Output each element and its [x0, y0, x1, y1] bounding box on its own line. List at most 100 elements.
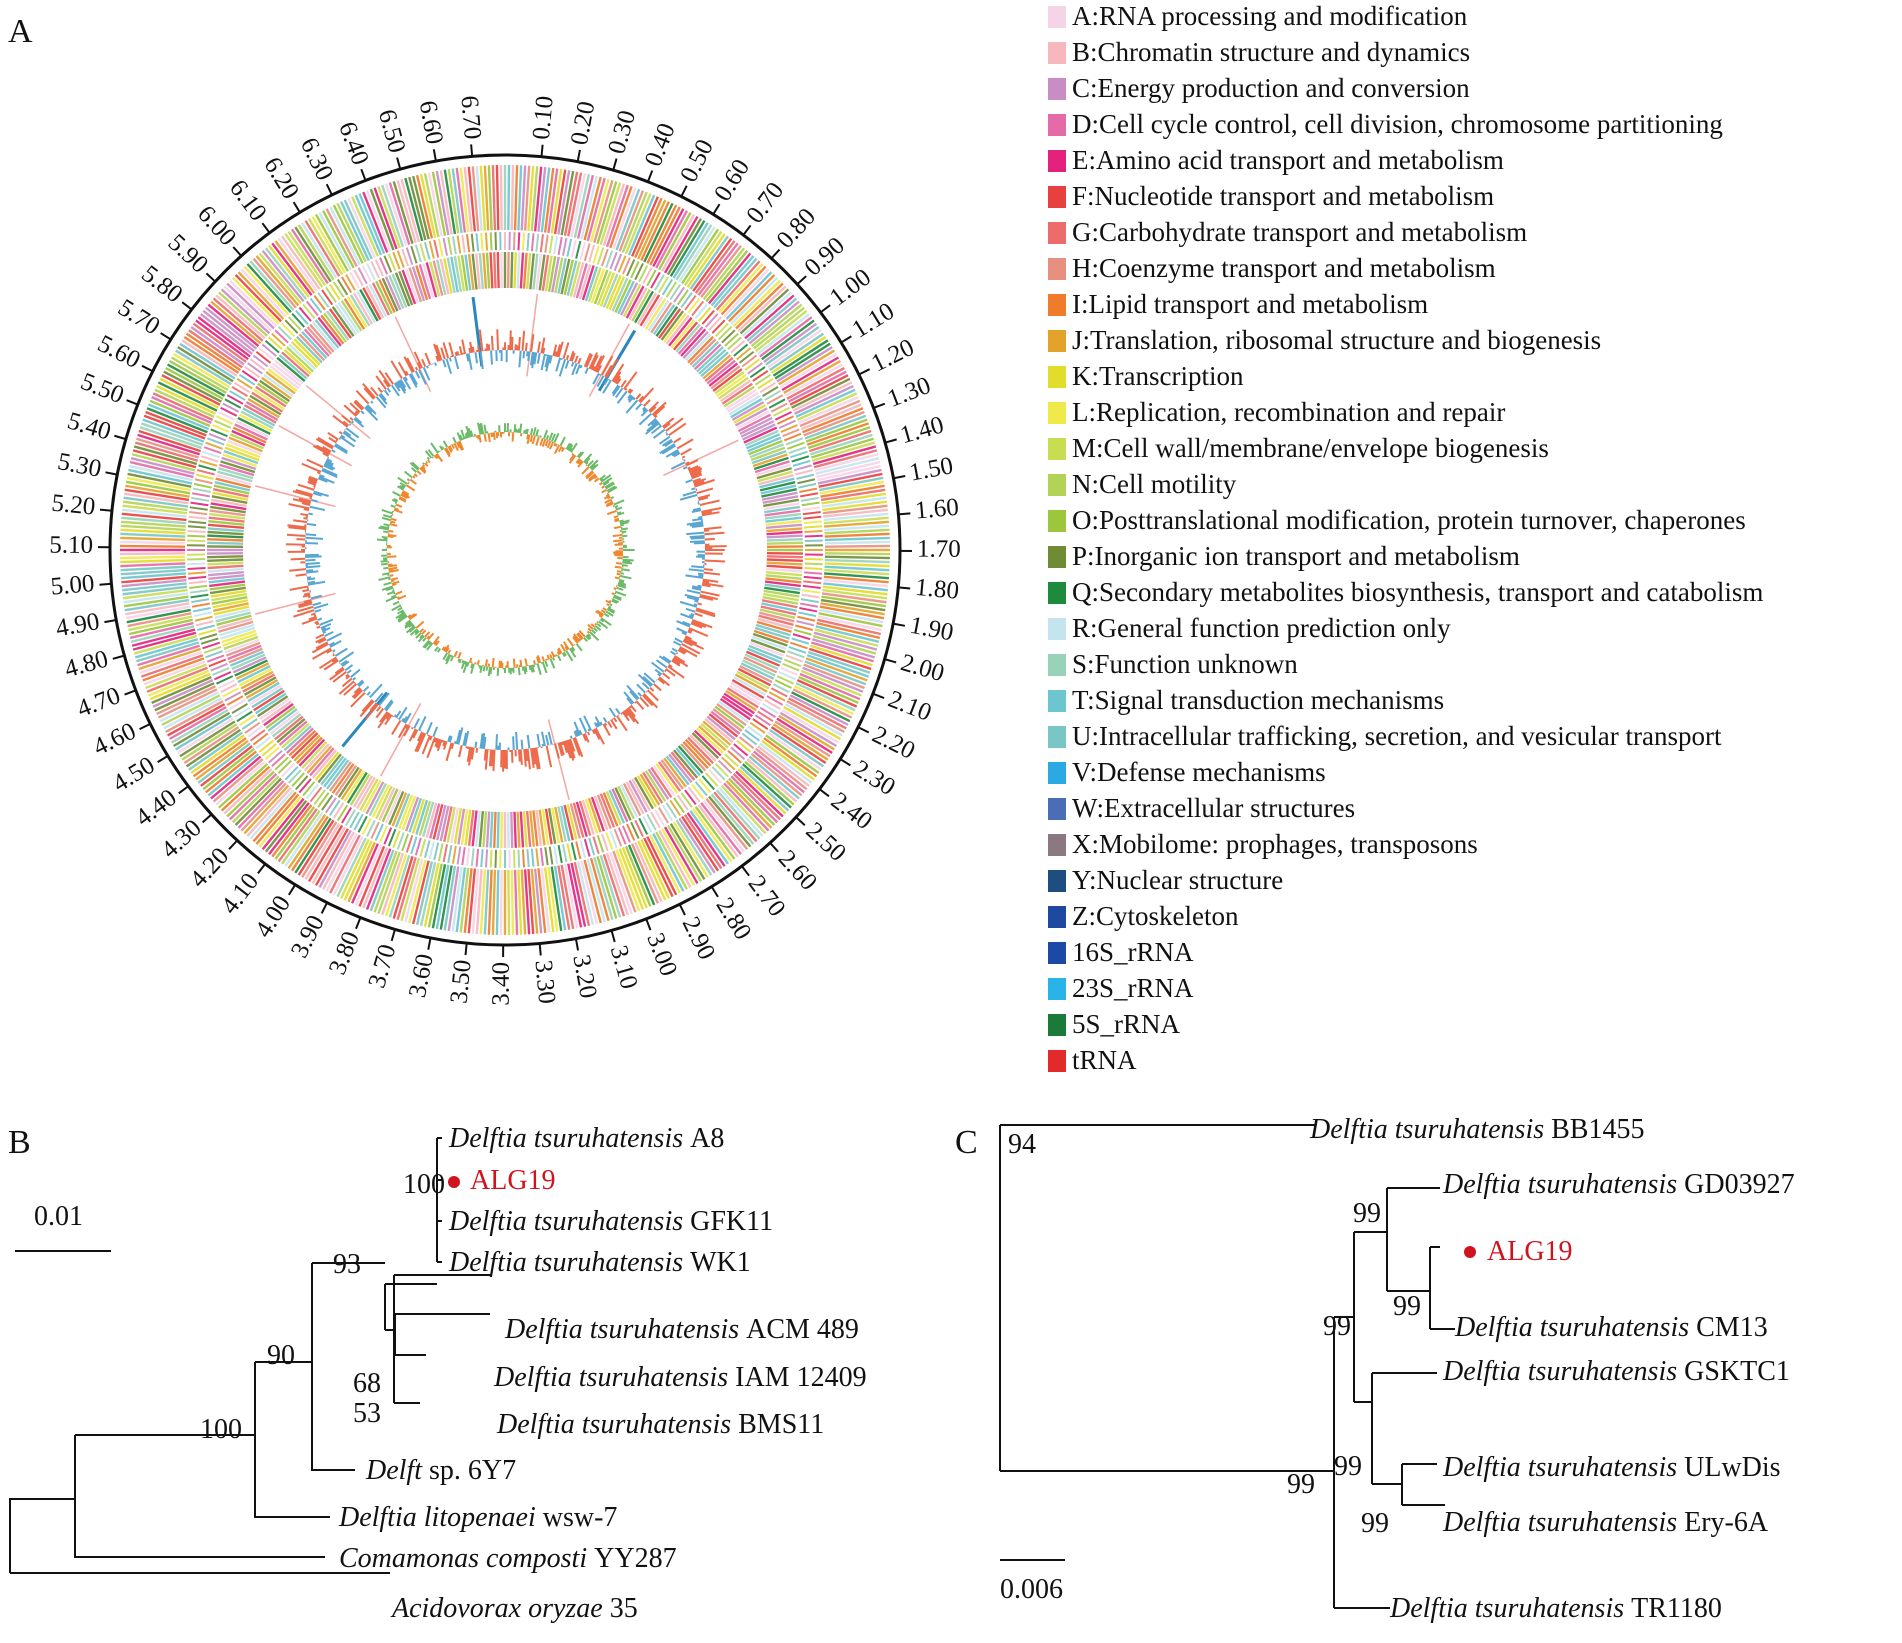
- gc-bar: [292, 490, 313, 498]
- cog-gene-mark: [751, 635, 787, 651]
- cog-gene-mark: [122, 585, 188, 596]
- gc-bar: [318, 475, 335, 484]
- cog-gene-mark: [320, 314, 345, 345]
- cog-gene-mark: [218, 620, 254, 633]
- skew-bar: [616, 572, 621, 576]
- gc-bar: [524, 748, 529, 762]
- gc-bar: [297, 483, 315, 491]
- cog-gene-mark: [223, 449, 259, 465]
- gc-bar: [318, 656, 337, 670]
- gc-bar: [370, 400, 374, 404]
- cog-gene-mark: [120, 555, 186, 560]
- cog-gene-mark: [281, 763, 296, 778]
- gc-bar: [467, 747, 473, 766]
- skew-bar: [529, 434, 534, 443]
- skew-bar: [390, 504, 396, 509]
- gc-bar: [332, 670, 347, 683]
- cog-gene-mark: [427, 863, 443, 928]
- cog-gene-mark: [216, 474, 252, 486]
- gc-bar: [684, 593, 700, 600]
- cog-gene-mark: [120, 544, 186, 548]
- skew-bar: [445, 653, 451, 662]
- cog-gene-mark: [744, 760, 795, 806]
- cog-gene-mark: [661, 278, 674, 296]
- cog-gene-mark: [322, 210, 355, 269]
- cog-gene-mark: [821, 496, 887, 508]
- tick-label: 0.60: [709, 155, 755, 206]
- skew-bar: [581, 466, 590, 475]
- gc-bar: [470, 747, 475, 760]
- gc-bar: [643, 399, 651, 407]
- cog-gene-mark: [345, 274, 356, 291]
- cog-gene-mark: [217, 470, 253, 483]
- legend-swatch: [1048, 222, 1066, 244]
- skew-bar: [585, 464, 588, 467]
- cog-gene-mark: [802, 589, 821, 594]
- skew-bar: [569, 447, 573, 452]
- cog-gene-mark: [130, 456, 195, 475]
- cog-gene-mark: [596, 794, 612, 830]
- cog-gene-mark: [288, 343, 317, 371]
- cog-gene-mark: [152, 679, 214, 708]
- cog-gene-mark: [244, 366, 261, 379]
- cog-gene-mark: [824, 540, 890, 545]
- legend-label: F:Nucleotide transport and metabolism: [1072, 181, 1494, 211]
- skew-bar: [602, 477, 613, 485]
- gc-bar: [558, 358, 567, 377]
- cog-gene-mark: [249, 684, 282, 706]
- gc-bar: [533, 352, 538, 365]
- cog-gene-mark: [663, 757, 687, 788]
- cog-gene-mark: [460, 254, 469, 291]
- cog-gene-mark: [146, 407, 208, 434]
- cog-gene-mark: [499, 165, 503, 231]
- cog-gene-mark: [807, 426, 871, 450]
- cog-gene-mark: [233, 706, 251, 719]
- support-value: 99: [1361, 1508, 1389, 1539]
- gc-bar: [649, 406, 657, 414]
- cog-gene-mark: [349, 271, 360, 289]
- tick-label: 4.70: [74, 682, 124, 723]
- tick-mark: [181, 301, 193, 311]
- skew-bar: [622, 534, 628, 538]
- skew-bar: [598, 620, 609, 630]
- gc-bar: [698, 574, 704, 578]
- gc-bar: [570, 352, 576, 362]
- cog-gene-mark: [475, 869, 483, 935]
- skew-bar: [613, 539, 623, 543]
- cog-gene-mark: [208, 658, 227, 668]
- cog-gene-mark: [762, 386, 779, 397]
- gc-bar: [363, 387, 375, 400]
- cog-gene-mark: [730, 746, 746, 760]
- skew-bar: [476, 660, 480, 666]
- cog-gene-mark: [705, 797, 749, 850]
- gc-bar: [432, 726, 439, 738]
- cog-gene-mark: [593, 179, 614, 244]
- cog-gene-mark: [433, 239, 440, 258]
- cog-gene-mark: [214, 608, 251, 619]
- cog-gene-mark: [731, 679, 765, 700]
- gc-bar: [475, 747, 479, 753]
- gc-bar: [292, 498, 311, 505]
- cog-gene-mark: [268, 802, 310, 855]
- cog-gene-mark: [621, 847, 648, 909]
- skew-bar: [493, 432, 496, 440]
- cog-gene-mark: [187, 562, 206, 566]
- gc-bar: [362, 382, 376, 399]
- tick-label: 5.30: [55, 448, 103, 483]
- gc-bar: [425, 365, 429, 369]
- cog-gene-mark: [188, 731, 243, 771]
- cog-gene-mark: [797, 615, 816, 622]
- skew-bar: [412, 475, 416, 479]
- cog-gene-mark: [754, 373, 771, 386]
- cog-gene-mark: [818, 472, 883, 488]
- gc-bar: [599, 721, 603, 726]
- cog-gene-mark: [223, 635, 259, 651]
- gc-bar: [664, 669, 667, 673]
- cog-gene-mark: [583, 838, 591, 857]
- gc-bar: [323, 659, 339, 671]
- cog-gene-mark: [770, 402, 788, 413]
- skew-bar: [566, 637, 575, 647]
- tick-mark: [818, 788, 830, 798]
- skew-bar: [401, 484, 406, 489]
- cog-gene-mark: [792, 381, 853, 412]
